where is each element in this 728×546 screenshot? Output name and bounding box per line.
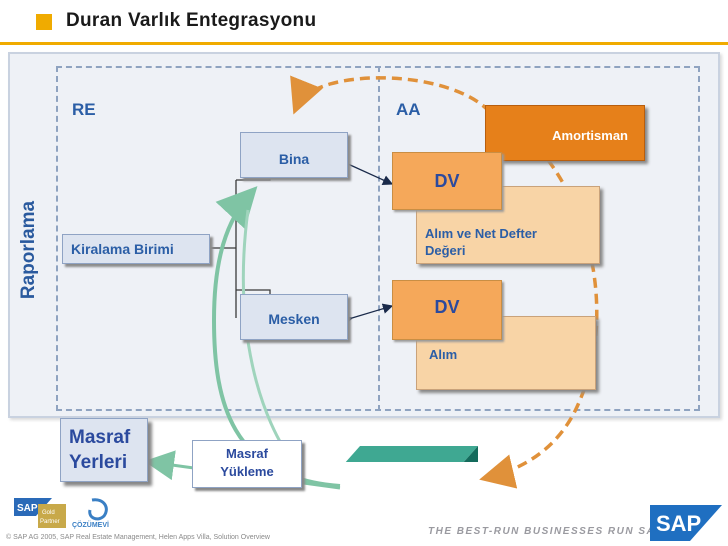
amortisman-to-bina-arrow: [290, 75, 492, 115]
mesken-dv-link: [341, 303, 394, 326]
masraf-yukleme-box: Masraf Yükleme: [192, 440, 302, 488]
masraf-yukleme-label-1: Masraf: [226, 446, 268, 461]
sap-gold-partner-logo: SAP Gold Partner: [14, 498, 66, 528]
masraf-yerleri-label-2: Yerleri: [69, 452, 128, 473]
title-underline: [0, 42, 728, 45]
amortisman-box: Amortisman: [485, 105, 645, 161]
alim-net-defter-label-2: Değeri: [425, 243, 466, 258]
re-aa-divider: [378, 66, 380, 411]
dv-label-2: DV: [434, 297, 460, 317]
masraf-yukleme-label-2: Yükleme: [220, 464, 274, 479]
title-accent-square: [36, 14, 52, 30]
partner-logo-gold: Gold: [42, 510, 55, 516]
partner-logo-partner: Partner: [40, 519, 60, 525]
dv-box-1: DV: [392, 152, 502, 210]
masraf-yerleri-label-1: Masraf: [69, 427, 131, 448]
bina-dv-link: [337, 155, 394, 185]
dv-box-2: DV: [392, 280, 502, 340]
cozumevi-logo-text: ÇÖZÜMEVİ: [72, 520, 109, 529]
footer-copyright: © SAP AG 2005, SAP Real Estate Managemen…: [6, 534, 270, 541]
kiralama-birimi-box: Kiralama Birimi: [62, 234, 210, 264]
alim-net-defter-label-1: Alım ve Net Defter: [425, 226, 537, 241]
yatirim-cube-shape: [345, 446, 478, 462]
kiralama-birimi-label: Kiralama Birimi: [71, 241, 174, 257]
sap-logo: SAP: [650, 505, 722, 541]
dv-label-1: DV: [434, 171, 460, 191]
region-label-aa: AA: [396, 100, 421, 119]
title-bar: [0, 0, 728, 44]
region-label-re: RE: [72, 100, 96, 119]
mesken-label: Mesken: [268, 311, 320, 327]
mesken-box: Mesken: [240, 294, 348, 340]
alim-label: Alım: [429, 347, 458, 362]
bina-box: Bina: [240, 132, 348, 178]
partner-logo-sap: SAP: [17, 503, 38, 514]
page-title: Duran Varlık Entegrasyonu: [66, 10, 317, 31]
bina-label: Bina: [278, 151, 310, 167]
footer-tagline: THE BEST-RUN BUSINESSES RUN SAP: [428, 526, 664, 537]
yatirim-siparisi-label: Yatırım Siparişi: [356, 484, 450, 499]
amortisman-label: Amortisman: [552, 128, 628, 143]
cozumevi-logo: ÇÖZÜMEVİ: [72, 498, 109, 529]
sap-logo-text: SAP: [656, 511, 701, 536]
masraf-yerleri-box: Masraf Yerleri: [60, 418, 148, 482]
